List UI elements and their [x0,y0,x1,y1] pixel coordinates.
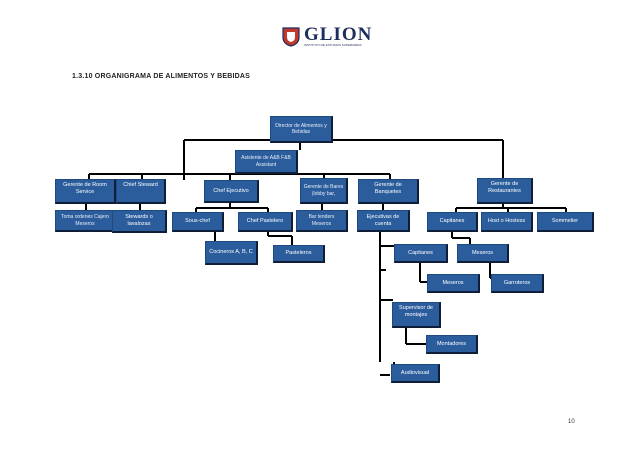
org-node-restaurants-manager: Gerente de Restaurantes [477,178,533,204]
page-heading: 1.3.10 ORGANIGRAMA DE ALIMENTOS Y BEBIDA… [72,73,251,80]
org-node-audiovisual: Audiovisual [391,364,440,383]
org-node-sous-chef: Sous-chef [172,212,224,232]
brand-tagline: INSTITUTO DE ESTUDIOS SUPERIORES [304,43,362,47]
org-node-banquet-captains: Capitanes [394,244,448,263]
org-node-setup-supervisor: Supervisor de montajes [392,302,441,328]
org-node-host: Host o Hostess [481,212,533,232]
glion-logo: GLION INSTITUTO DE ESTUDIOS SUPERIORES [282,25,372,51]
org-node-bars-manager: Gerente de Bares (lobby bar, [300,178,348,204]
org-node-director: Director de Alimentos y Bebidas [270,116,333,143]
org-node-account-executives: Ejecutivas de cuenta [357,210,410,232]
org-node-pastry-cooks: Pasteleros [273,245,325,263]
org-node-chief-steward: Chief Steward [116,179,166,204]
org-node-sommelier: Sommelier [537,212,594,232]
org-node-assistant: Asistente de A&B F&B Assistant [235,150,298,174]
org-node-bartenders: Bar tenders Meseros [296,210,348,232]
org-node-cooks: Cocineros A, B, C [205,241,258,265]
org-node-stewards: Stewards o lavalozas [112,210,167,233]
org-node-restaurant-captains: Capitanes [427,212,478,232]
org-node-setup-staff: Montadores [426,335,478,354]
org-node-executive-chef: Chef Ejecutivo [204,180,259,203]
shield-icon [282,27,300,47]
brand-name: GLION [304,24,373,45]
org-node-room-service-manager: Gerente de Room Service [55,179,116,204]
page-number: 10 [568,419,575,425]
org-node-pastry-chef: Chef Pastelero [238,212,293,232]
org-node-restaurant-waiters: Meseros [457,244,509,263]
org-node-room-service-staff: Toma ordenes Cajero Meseros [55,210,116,232]
org-node-busboys: Garroteros [491,274,544,293]
org-node-banquets-manager: Gerente de Banquetes [358,179,419,204]
org-node-banquet-waiters: Meseros [427,274,480,293]
